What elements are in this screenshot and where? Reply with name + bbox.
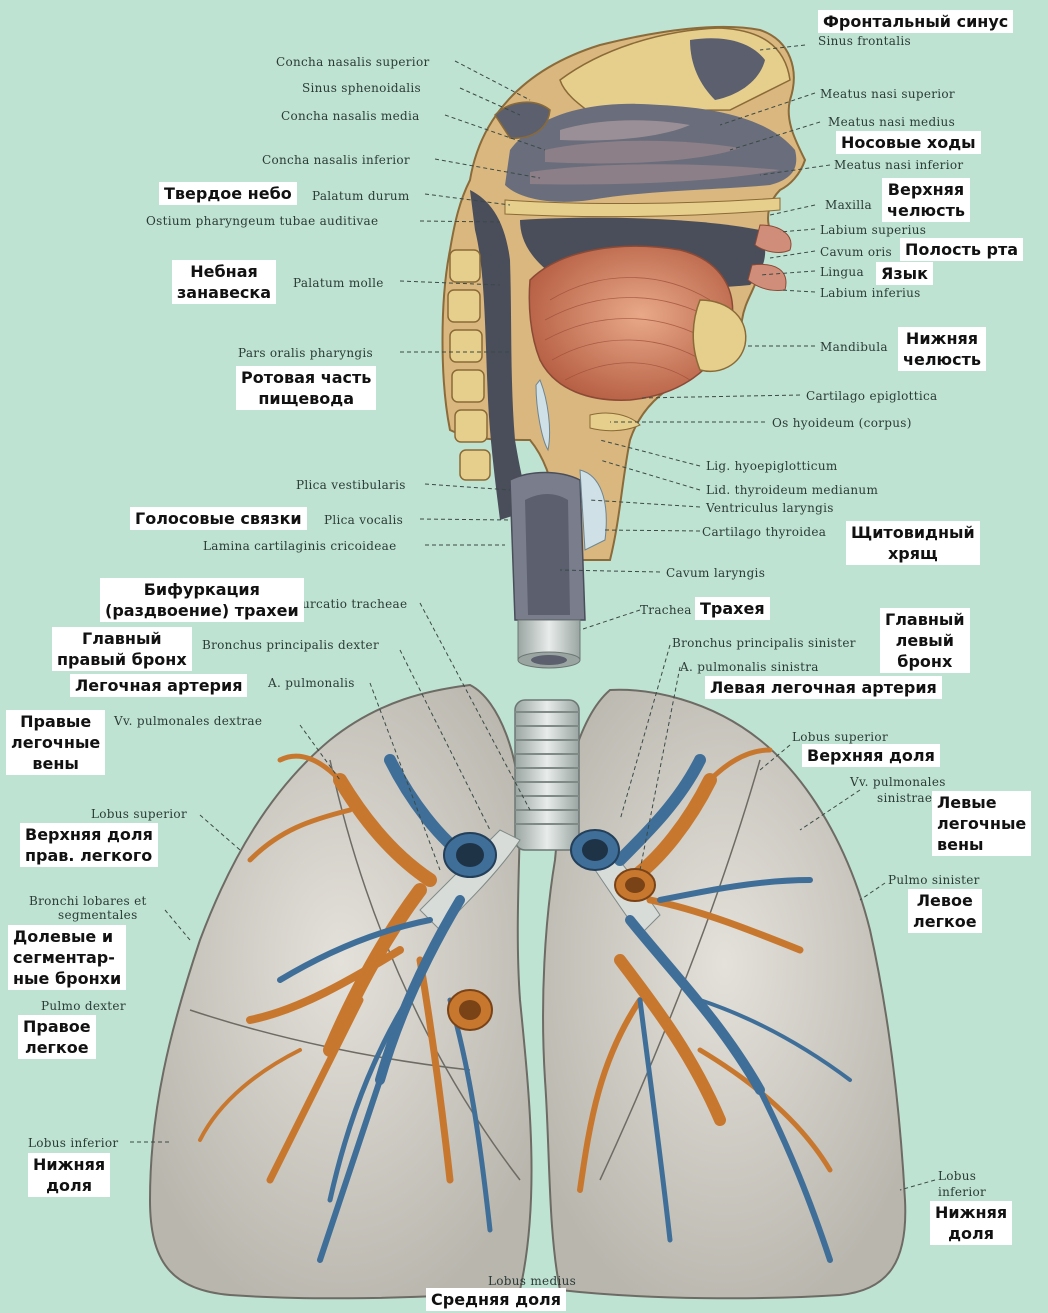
label-plica-vocalis: Plica vocalis bbox=[324, 513, 403, 527]
ru-label-soft-palate: Небная занавеска bbox=[172, 260, 276, 304]
label-lobus-inferior-sinister-2: inferior bbox=[938, 1185, 986, 1199]
upper-lip bbox=[755, 225, 791, 252]
ru-label-lower-lobe-left: Нижняя доля bbox=[930, 1201, 1012, 1245]
ru-label-oral-cavity: Полость рта bbox=[900, 238, 1023, 261]
label-labium-superius: Labium superius bbox=[820, 223, 926, 237]
ru-label-thyroid-cartilage: Щитовидный хрящ bbox=[846, 521, 980, 565]
ru-label-vocal-cords: Голосовые связки bbox=[130, 507, 307, 530]
ru-label-tongue: Язык bbox=[876, 262, 933, 285]
label-lobus-inferior-dexter: Lobus inferior bbox=[28, 1136, 118, 1150]
ru-label-hard-palate: Твердое небо bbox=[159, 182, 297, 205]
label-sinus-sphenoidalis: Sinus sphenoidalis bbox=[302, 81, 421, 95]
label-pulmo-sinister: Pulmo sinister bbox=[888, 873, 980, 887]
label-mandibula: Mandibula bbox=[820, 340, 888, 354]
label-maxilla: Maxilla bbox=[825, 198, 872, 212]
label-palatum-durum: Palatum durum bbox=[312, 189, 410, 203]
label-os-hyoideum: Os hyoideum (corpus) bbox=[772, 416, 912, 430]
label-lobus-medius: Lobus medius bbox=[488, 1274, 576, 1288]
label-lig-hyoepiglotticum: Lig. hyoepiglotticum bbox=[706, 459, 838, 473]
ru-label-left-pulmonary-veins: Левые легочные вены bbox=[932, 791, 1031, 856]
ru-label-oral-pharynx: Ротовая часть пищевода bbox=[236, 366, 376, 410]
label-concha-nasalis-inferior: Concha nasalis inferior bbox=[262, 153, 410, 167]
label-meatus-nasi-superior: Meatus nasi superior bbox=[820, 87, 955, 101]
label-vv-pulmonales-sinistrae-1: Vv. pulmonales bbox=[850, 775, 946, 789]
ru-label-nasal-passages: Носовые ходы bbox=[836, 131, 981, 154]
label-vv-pulmonales-dextrae: Vv. pulmonales dextrae bbox=[114, 714, 262, 728]
ru-label-right-lung: Правое легкое bbox=[18, 1015, 96, 1059]
label-ventriculus-laryngis: Ventriculus laryngis bbox=[706, 501, 834, 515]
label-palatum-molle: Palatum molle bbox=[293, 276, 384, 290]
label-bronchus-principalis-dexter: Bronchus principalis dexter bbox=[202, 638, 379, 652]
label-a-pulmonalis: A. pulmonalis bbox=[268, 676, 355, 690]
ru-label-right-main-bronchus: Главный правый бронх bbox=[52, 627, 192, 671]
ru-label-lower-jaw: Нижняя челюсть bbox=[898, 327, 986, 371]
label-cartilago-thyroidea: Cartilago thyroidea bbox=[702, 525, 826, 539]
ru-label-middle-lobe: Средняя доля bbox=[426, 1288, 566, 1311]
label-lobus-inferior-sinister-1: Lobus bbox=[938, 1169, 976, 1183]
ru-label-left-lung: Левое легкое bbox=[908, 889, 982, 933]
larynx-lumen bbox=[525, 494, 570, 615]
label-ostium-pharyngeum: Ostium pharyngeum tubae auditivae bbox=[146, 214, 378, 228]
ru-label-right-pulmonary-veins: Правые легочные вены bbox=[6, 710, 105, 775]
label-pars-oralis-pharyngis: Pars oralis pharyngis bbox=[238, 346, 373, 360]
label-sinus-frontalis: Sinus frontalis bbox=[818, 34, 911, 48]
label-vv-pulmonales-sinistrae-2: sinistrae bbox=[877, 791, 932, 805]
label-bronchus-principalis-sinister: Bronchus principalis sinister bbox=[672, 636, 856, 650]
ru-label-lower-lobe-right: Нижняя доля bbox=[28, 1153, 110, 1197]
label-bronchi-lobares-1: Bronchi lobares et bbox=[29, 894, 147, 908]
label-labium-inferius: Labium inferius bbox=[820, 286, 921, 300]
ru-label-trachea: Трахея bbox=[695, 597, 770, 620]
lungs bbox=[150, 685, 905, 1298]
ru-label-upper-lobe-left: Верхняя доля bbox=[802, 744, 940, 767]
label-plica-vestibularis: Plica vestibularis bbox=[296, 478, 406, 492]
label-lobus-superior-sinister: Lobus superior bbox=[792, 730, 888, 744]
label-a-pulmonalis-sinistra: A. pulmonalis sinistra bbox=[680, 660, 819, 674]
label-pulmo-dexter: Pulmo dexter bbox=[41, 999, 126, 1013]
ru-label-pulmonary-artery: Легочная артерия bbox=[70, 674, 247, 697]
label-trachea: Trachea bbox=[640, 603, 692, 617]
label-bronchi-lobares-2: segmentales bbox=[58, 908, 138, 922]
ru-label-left-main-bronchus: Главный левый бронх bbox=[880, 608, 970, 673]
label-meatus-nasi-medius: Meatus nasi medius bbox=[828, 115, 955, 129]
label-meatus-nasi-inferior: Meatus nasi inferior bbox=[834, 158, 963, 172]
ru-label-left-pulmonary-artery: Левая легочная артерия bbox=[705, 676, 942, 699]
label-concha-nasalis-superior: Concha nasalis superior bbox=[276, 55, 430, 69]
trachea bbox=[515, 700, 579, 850]
ru-label-lobar-bronchi: Долевые и сегментар- ные бронхи bbox=[8, 925, 126, 990]
upper-trachea-rings bbox=[518, 620, 580, 668]
ru-label-bifurcation: Бифуркация (раздвоение) трахеи bbox=[100, 578, 304, 622]
label-cavum-oris: Cavum oris bbox=[820, 245, 892, 259]
ru-label-upper-lobe-right: Верхняя доля прав. легкого bbox=[20, 823, 158, 867]
label-lingua: Lingua bbox=[820, 265, 864, 279]
ru-label-upper-jaw: Верхняя челюсть bbox=[882, 178, 970, 222]
label-concha-nasalis-media: Concha nasalis media bbox=[281, 109, 420, 123]
label-cavum-laryngis: Cavum laryngis bbox=[666, 566, 765, 580]
label-lobus-superior-dexter: Lobus superior bbox=[91, 807, 187, 821]
label-cartilago-epiglottica: Cartilago epiglottica bbox=[806, 389, 937, 403]
label-lamina-cartilaginis-cricoideae: Lamina cartilaginis cricoideae bbox=[203, 539, 396, 553]
ru-label-frontal-sinus: Фронтальный синус bbox=[818, 10, 1013, 33]
label-lig-thyroideum-medianum: Lid. thyroideum medianum bbox=[706, 483, 878, 497]
